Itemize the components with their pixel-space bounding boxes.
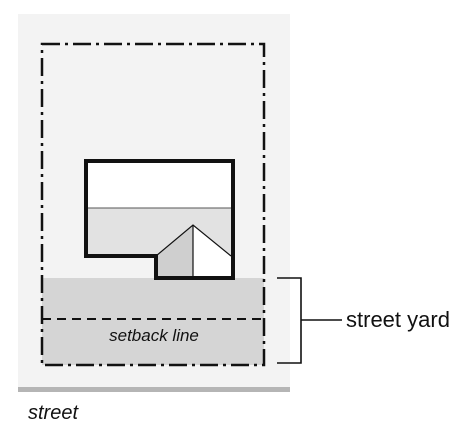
- street-yard-zone: [42, 278, 264, 365]
- house-outline: [84, 159, 235, 280]
- house-upper-fill: [86, 161, 233, 208]
- property-line: [40, 42, 266, 367]
- setback-line-label: setback line: [109, 326, 199, 345]
- garage-gable-right: [193, 225, 231, 278]
- garage-gable-left: [156, 225, 193, 278]
- street-edge: [18, 387, 290, 392]
- street-label: street: [28, 402, 79, 424]
- street-yard-label: street yard: [346, 307, 450, 332]
